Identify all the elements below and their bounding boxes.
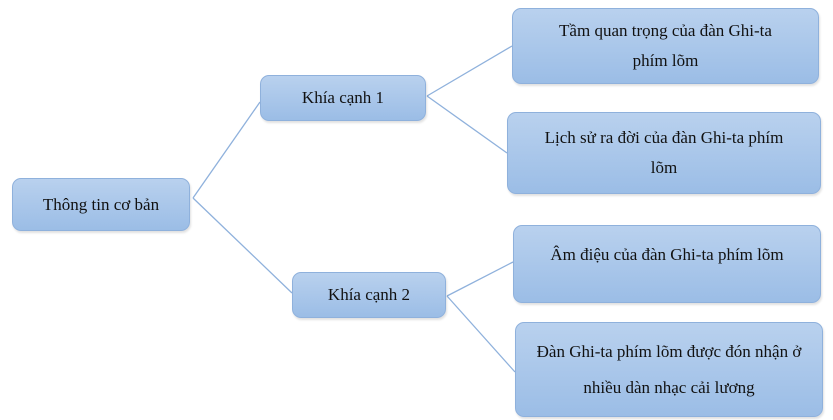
leaf-node-4: Đàn Ghi-ta phím lõm được đón nhận ở nhiề… — [515, 322, 823, 417]
leaf-label: Đàn Ghi-ta phím lõm được đón nhận ở nhiề… — [536, 341, 802, 397]
branch-label: Khía cạnh 1 — [301, 88, 385, 107]
branch-node-2: Khía cạnh 2 — [292, 272, 446, 318]
root-node: Thông tin cơ bản — [12, 178, 190, 231]
leaf-node-2: Lịch sử ra đời của đàn Ghi-ta phím lõm — [507, 112, 821, 194]
leaf-label: Lịch sử ra đời của đàn Ghi-ta phím lõm — [544, 128, 784, 177]
connector-k1-leaf1 — [426, 45, 513, 97]
connector-k2-leaf3 — [446, 261, 514, 297]
leaf-label: Tầm quan trọng của đàn Ghi-ta phím lõm — [559, 21, 772, 70]
connector-k2-leaf4 — [446, 295, 516, 373]
branch-label: Khía cạnh 2 — [327, 285, 411, 304]
leaf-node-3: Âm điệu của đàn Ghi-ta phím lõm — [513, 225, 821, 303]
leaf-label: Âm điệu của đàn Ghi-ta phím lõm — [550, 245, 784, 264]
connector-root-k2 — [192, 197, 293, 294]
leaf-node-1: Tầm quan trọng của đàn Ghi-ta phím lõm — [512, 8, 819, 84]
branch-node-1: Khía cạnh 1 — [260, 75, 426, 121]
root-label: Thông tin cơ bản — [42, 194, 160, 214]
connector-k1-leaf2 — [426, 95, 508, 154]
connector-root-k1 — [192, 101, 261, 199]
